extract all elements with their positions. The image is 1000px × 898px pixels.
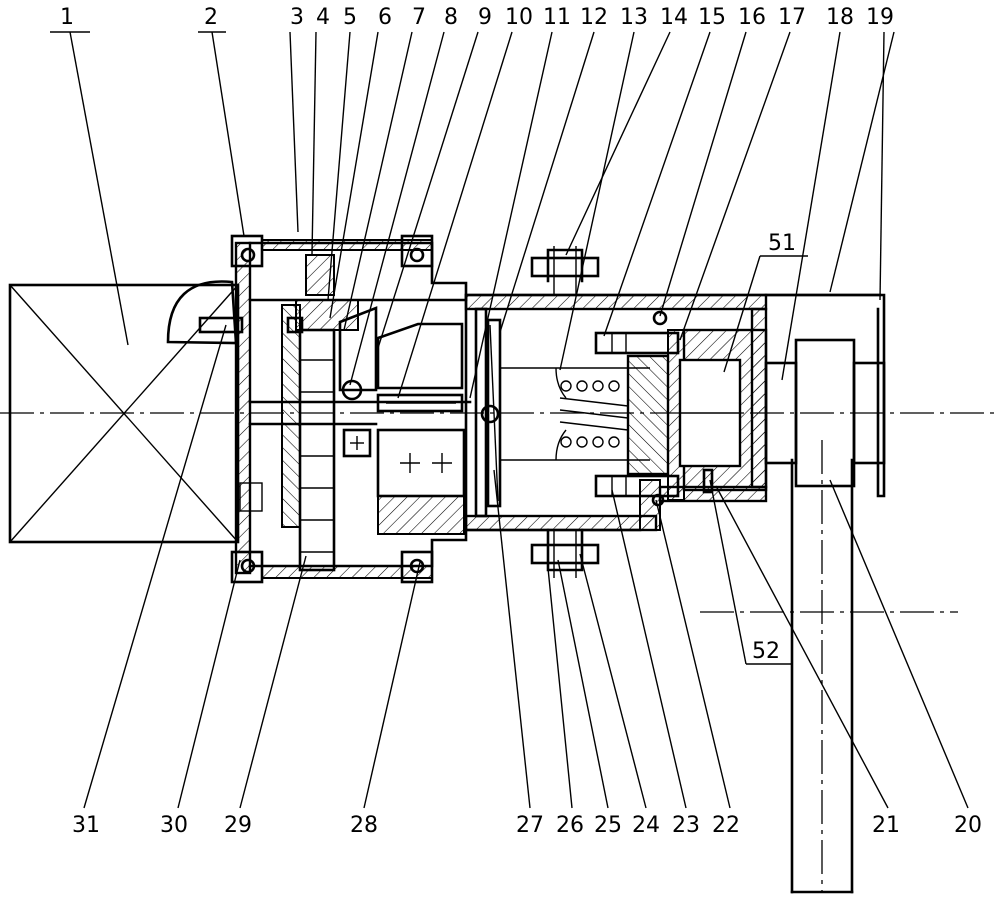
end-cover-left xyxy=(230,234,264,584)
callout-3: 3 xyxy=(290,5,304,30)
callout-23: 23 xyxy=(672,813,700,838)
callout-7: 7 xyxy=(412,5,426,30)
callout-5: 5 xyxy=(343,5,357,30)
callout-9: 9 xyxy=(478,5,492,30)
callout-1: 1 xyxy=(60,5,74,30)
callout-2: 2 xyxy=(204,5,218,30)
callout-16: 16 xyxy=(738,5,766,30)
callout-12: 12 xyxy=(580,5,608,30)
callout-11: 11 xyxy=(543,5,571,30)
callout-20: 20 xyxy=(954,813,982,838)
callout-21: 21 xyxy=(872,813,900,838)
callout-6: 6 xyxy=(378,5,392,30)
callout-27: 27 xyxy=(516,813,544,838)
callout-18: 18 xyxy=(826,5,854,30)
callout-19: 19 xyxy=(866,5,894,30)
callout-8: 8 xyxy=(444,5,458,30)
callout-22: 22 xyxy=(712,813,740,838)
clamp-bolts xyxy=(530,246,600,578)
callout-31: 31 xyxy=(72,813,100,838)
callout-13: 13 xyxy=(620,5,648,30)
callout-25: 25 xyxy=(594,813,622,838)
callout-51: 51 xyxy=(768,231,796,256)
callout-4: 4 xyxy=(316,5,330,30)
gearbox-housing xyxy=(248,234,468,584)
callout-28: 28 xyxy=(350,813,378,838)
callout-29: 29 xyxy=(224,813,252,838)
callout-24: 24 xyxy=(632,813,660,838)
callout-14: 14 xyxy=(660,5,688,30)
callout-10: 10 xyxy=(505,5,533,30)
bevel-gear xyxy=(376,322,464,413)
leader-lines xyxy=(50,31,969,809)
compression-spring xyxy=(555,367,629,461)
bottom-callouts: 31 30 29 28 27 26 25 24 23 22 21 20 xyxy=(72,813,982,838)
callout-17: 17 xyxy=(778,5,806,30)
callout-52: 52 xyxy=(752,639,780,664)
top-callouts: 1 2 3 4 5 6 7 8 9 10 11 12 13 14 15 16 1… xyxy=(60,5,894,30)
output-shaft xyxy=(764,293,886,894)
callout-30: 30 xyxy=(160,813,188,838)
callout-15: 15 xyxy=(698,5,726,30)
motor-block xyxy=(8,280,244,544)
friction-block xyxy=(678,328,768,494)
callout-26: 26 xyxy=(556,813,584,838)
